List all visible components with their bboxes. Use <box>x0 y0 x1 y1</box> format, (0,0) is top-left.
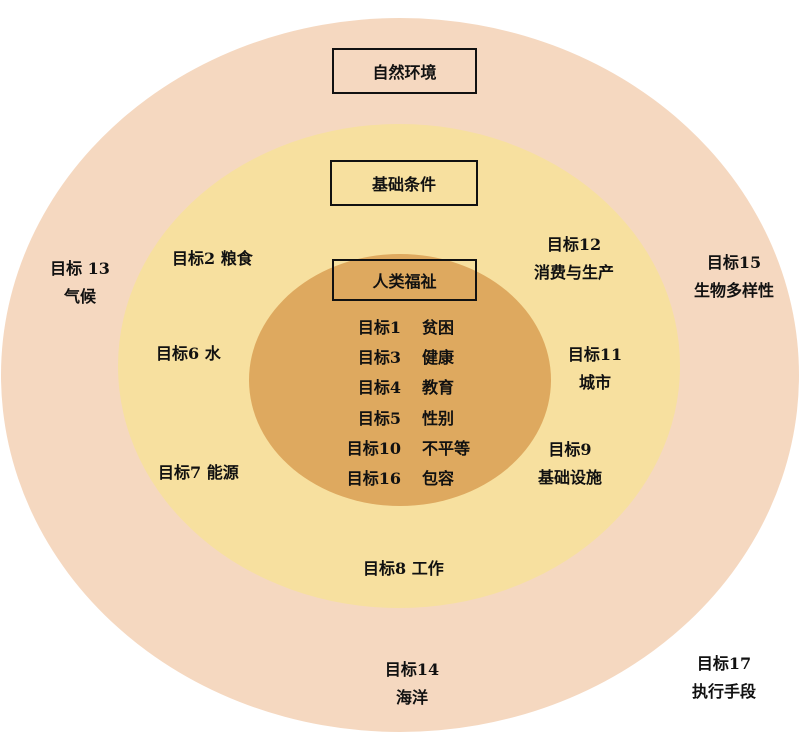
goal-9-label: 目标9 基础设施 <box>527 436 613 492</box>
inner-goal-row: 目标16 包容 <box>336 465 476 491</box>
goal-14-name: 海洋 <box>395 688 428 707</box>
goal-15-label: 目标15 生物多样性 <box>672 249 796 305</box>
goal-11-name: 城市 <box>578 373 611 392</box>
goal-13-code: 目标 13 <box>50 259 110 278</box>
goal-9-code: 目标9 <box>548 440 592 459</box>
basic-conditions-title-box: 基础条件 <box>330 160 478 206</box>
inner-goal-row: 目标5 性别 <box>336 405 476 431</box>
human-wellbeing-ring <box>249 254 551 506</box>
goal-17-label: 目标17 执行手段 <box>678 650 770 706</box>
goal-14-label: 目标14 海洋 <box>372 656 452 712</box>
goal-15-name: 生物多样性 <box>693 281 774 300</box>
inner-goal-row: 目标4 教育 <box>336 374 476 400</box>
inner-goal-name: 贫困 <box>422 318 455 337</box>
goal-17-code: 目标17 <box>696 654 752 673</box>
inner-goal-name: 不平等 <box>422 439 471 458</box>
inner-goal-code: 目标1 <box>357 318 401 337</box>
nature-title-box: 自然环境 <box>332 48 477 94</box>
inner-goal-name: 包容 <box>422 469 455 488</box>
inner-goal-row: 目标1 贫困 <box>336 314 476 340</box>
inner-goal-code: 目标16 <box>346 469 401 488</box>
goal-12-code: 目标12 <box>546 235 602 254</box>
goal-15-code: 目标15 <box>706 253 762 272</box>
goal-12-label: 目标12 消费与生产 <box>512 231 636 287</box>
goal-6-label: 目标6 水 <box>156 344 221 363</box>
inner-goal-code: 目标10 <box>346 439 401 458</box>
inner-goal-name: 性别 <box>422 409 455 428</box>
goal-8-label: 目标8 工作 <box>363 559 444 578</box>
goal-17-name: 执行手段 <box>691 682 756 701</box>
goal-12-name: 消费与生产 <box>533 263 614 282</box>
goal-9-name: 基础设施 <box>537 468 602 487</box>
goal-11-label: 目标11 城市 <box>555 341 635 397</box>
inner-goal-name: 教育 <box>422 378 455 397</box>
inner-goal-name: 健康 <box>422 348 455 367</box>
goal-2-label: 目标2 粮食 <box>172 249 253 268</box>
inner-goal-code: 目标4 <box>357 378 401 397</box>
goal-13-name: 气候 <box>63 287 96 306</box>
goal-11-code: 目标11 <box>567 345 623 364</box>
inner-goal-code: 目标5 <box>357 409 401 428</box>
goal-13-label: 目标 13 气候 <box>40 255 120 311</box>
goal-14-code: 目标14 <box>384 660 440 679</box>
goal-7-label: 目标7 能源 <box>158 463 239 482</box>
inner-goal-row: 目标3 健康 <box>336 344 476 370</box>
inner-goal-row: 目标10 不平等 <box>336 435 476 461</box>
inner-goal-code: 目标3 <box>357 348 401 367</box>
human-wellbeing-title-box: 人类福祉 <box>332 259 477 301</box>
